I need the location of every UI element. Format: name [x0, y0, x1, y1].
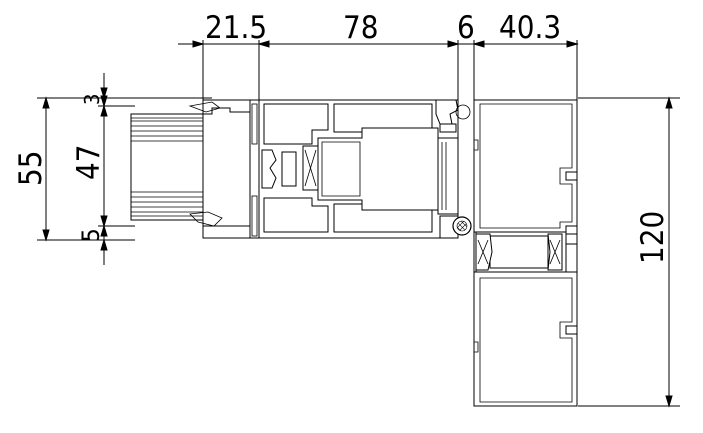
dim-top-3: 6	[457, 10, 475, 46]
dim-top-1: 21.5	[205, 10, 267, 46]
dim-top-2: 78	[343, 10, 378, 46]
frame-profile	[188, 99, 472, 239]
left-dimensions: 55 47 3 5	[13, 73, 212, 265]
dim-right: 120	[635, 211, 671, 264]
dim-left-top-small: 3	[80, 94, 104, 105]
dim-left-outer: 55	[13, 151, 49, 186]
mullion-profile	[473, 99, 578, 407]
dim-left-inner: 47	[71, 145, 107, 180]
dim-top-4: 40.3	[499, 10, 561, 46]
dim-left-bottom-small: 5	[77, 228, 105, 242]
right-dimension: 120	[578, 96, 680, 408]
top-dimension-chain: 21.5 78 6 40.3	[178, 10, 579, 100]
